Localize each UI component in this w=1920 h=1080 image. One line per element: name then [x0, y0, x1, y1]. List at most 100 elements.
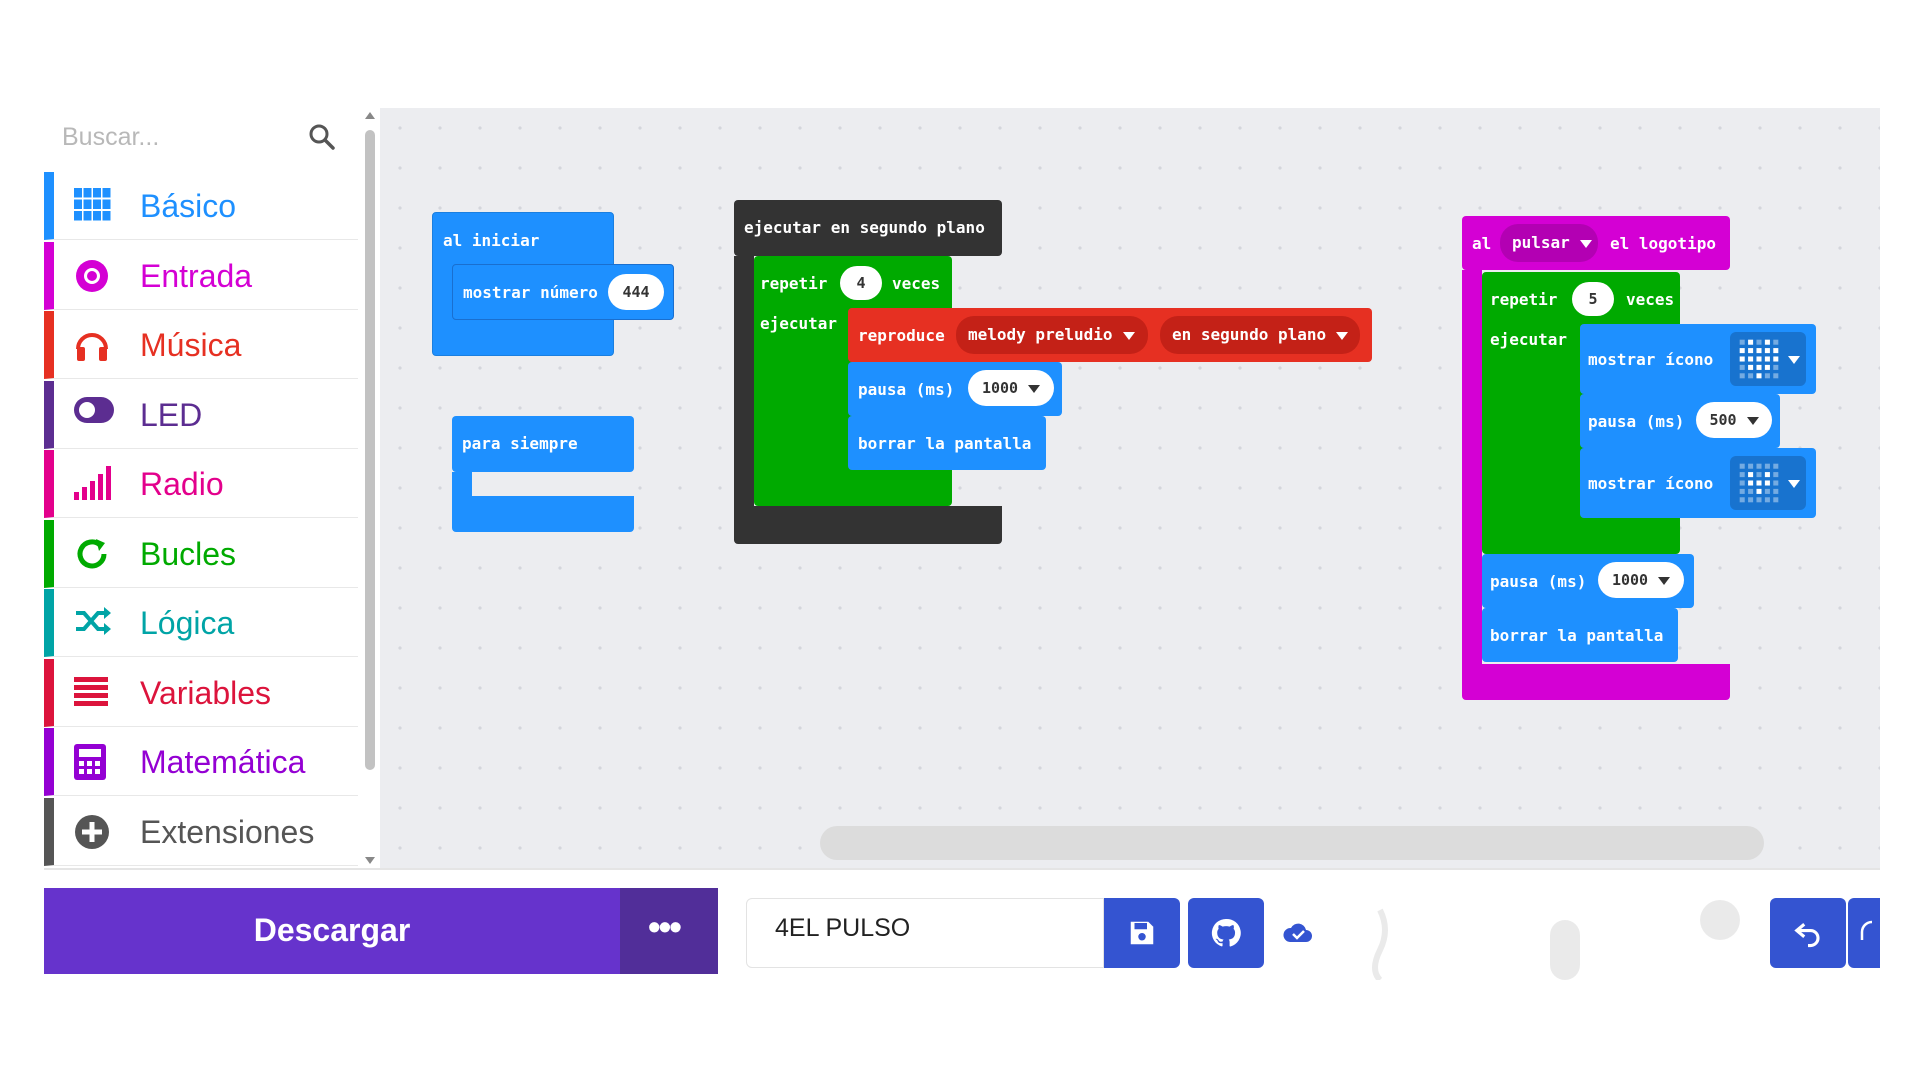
more-options-button[interactable]: •••: [620, 888, 718, 974]
shuffle-icon: [74, 605, 114, 641]
logo-target-label: el logotipo: [1610, 234, 1716, 253]
play-melody-block[interactable]: reproduce melody preludio en segundo pla…: [848, 308, 1372, 362]
category-lógica[interactable]: Lógica: [44, 589, 358, 657]
logo-repeat-count-input[interactable]: 5: [1572, 282, 1614, 316]
headphones-icon: [74, 327, 114, 363]
lines-icon: [74, 675, 114, 711]
repeat-label: repetir: [760, 274, 828, 293]
show-icon-label: mostrar ícono: [1588, 350, 1714, 369]
clear-screen-label: borrar la pantalla: [858, 434, 1032, 453]
category-label: Bucles: [140, 535, 237, 572]
save-button[interactable]: [1104, 898, 1180, 968]
cloud-saved-icon[interactable]: [1282, 918, 1314, 948]
category-label: Matemática: [140, 744, 306, 780]
category-matemática[interactable]: Matemática: [44, 728, 358, 796]
category-label: LED: [140, 396, 203, 433]
show-icon-label: mostrar ícono: [1588, 474, 1714, 493]
forever-block[interactable]: para siempre: [452, 416, 634, 472]
chevron-down-icon: [1658, 576, 1671, 585]
category-básico[interactable]: Básico: [44, 172, 358, 240]
calculator-icon: [74, 744, 114, 780]
scroll-up-arrow[interactable]: [365, 112, 375, 119]
category-label: Variables: [140, 674, 272, 711]
chevron-down-icon: [1579, 239, 1592, 248]
al-label: al: [1472, 234, 1492, 253]
play-label: reproduce: [858, 326, 945, 345]
pause-value-dropdown[interactable]: 500: [1696, 402, 1772, 438]
chevron-down-icon: [1336, 331, 1349, 340]
category-label: Lógica: [140, 605, 235, 641]
melody-dropdown[interactable]: melody preludio: [956, 316, 1148, 354]
icon-picker-dropdown[interactable]: [1730, 332, 1806, 386]
save-icon: [1130, 921, 1154, 945]
toolbox-scrollbar[interactable]: [364, 108, 376, 868]
on-start-label: al iniciar: [443, 231, 540, 250]
undo-button[interactable]: [1770, 898, 1846, 968]
scrollbar-thumb[interactable]: [365, 130, 375, 770]
pause-value-dropdown[interactable]: 1000: [968, 370, 1054, 406]
category-extensiones[interactable]: Extensiones: [44, 797, 358, 866]
redo-button[interactable]: [1848, 898, 1880, 968]
forever-label: para siempre: [462, 434, 578, 453]
category-música[interactable]: Música: [44, 311, 358, 379]
forever-slot[interactable]: [472, 472, 634, 496]
pause-value-dropdown[interactable]: 1000: [1598, 562, 1684, 598]
show-icon-block-2[interactable]: mostrar ícono: [1580, 448, 1816, 518]
decorative-background-shapes: [1372, 900, 1740, 980]
more-dots-icon: •••: [648, 906, 682, 947]
background-label: ejecutar en segundo plano: [744, 218, 985, 237]
logo-pause-block[interactable]: pausa (ms) 1000: [1482, 554, 1694, 608]
category-label: Música: [140, 327, 242, 363]
background-footer: [734, 506, 1002, 544]
pause-label: pausa (ms): [1588, 412, 1685, 431]
category-label: Básico: [140, 188, 237, 224]
logo-footer: [1462, 664, 1730, 700]
grid-icon: [74, 188, 114, 224]
show-number-block[interactable]: mostrar número 444: [452, 264, 674, 320]
chevron-down-icon: [1788, 480, 1800, 488]
clear-screen-block[interactable]: borrar la pantalla: [848, 416, 1046, 470]
repeat-count-input[interactable]: 4: [840, 266, 882, 300]
category-led[interactable]: LED: [44, 380, 358, 449]
logo-event-block[interactable]: al pulsar el logotipo: [1462, 216, 1730, 270]
background-body: [734, 256, 754, 506]
refresh-icon: [74, 536, 114, 572]
category-bucles[interactable]: Bucles: [44, 519, 358, 588]
number-input[interactable]: 444: [608, 274, 664, 310]
times-label: veces: [892, 274, 941, 293]
signal-bars-icon: [74, 466, 114, 502]
toggle-icon: [74, 396, 114, 433]
category-entrada[interactable]: Entrada: [44, 241, 358, 310]
search-input[interactable]: Buscar...: [62, 123, 160, 151]
chevron-down-icon: [1746, 416, 1759, 425]
project-name-input[interactable]: [773, 913, 1077, 944]
category-variables[interactable]: Variables: [44, 658, 358, 727]
category-label: Extensiones: [140, 813, 315, 850]
show-icon-block-1[interactable]: mostrar ícono: [1580, 324, 1816, 394]
github-icon: [1211, 918, 1241, 947]
search-box[interactable]: Buscar...: [44, 108, 358, 164]
logo-event-dropdown[interactable]: pulsar: [1500, 224, 1598, 262]
project-name-field[interactable]: [746, 898, 1104, 968]
logo-clear-screen-block[interactable]: borrar la pantalla: [1482, 608, 1678, 662]
pause-block[interactable]: pausa (ms) 1000: [848, 362, 1062, 416]
show-number-label: mostrar número: [463, 283, 598, 302]
logo-times-label: veces: [1626, 290, 1675, 309]
icon-picker-dropdown[interactable]: [1730, 456, 1806, 510]
category-radio[interactable]: Radio: [44, 450, 358, 518]
github-button[interactable]: [1188, 898, 1264, 968]
workspace-horizontal-scrollbar[interactable]: [820, 826, 1764, 860]
logo-inner-pause-block[interactable]: pausa (ms) 500: [1580, 394, 1780, 448]
download-button[interactable]: Descargar: [44, 888, 620, 974]
plus-circle-icon: [74, 814, 114, 850]
logo-repeat-label: repetir: [1490, 290, 1558, 309]
background-block[interactable]: ejecutar en segundo plano: [734, 200, 1002, 256]
logo-body: [1462, 270, 1482, 664]
chevron-down-icon: [1788, 356, 1800, 364]
search-icon[interactable]: [308, 123, 336, 151]
chevron-down-icon: [1028, 384, 1041, 393]
scroll-down-arrow[interactable]: [365, 857, 375, 864]
toolbox: [44, 108, 358, 868]
category-label: Radio: [140, 466, 224, 502]
play-mode-dropdown[interactable]: en segundo plano: [1160, 316, 1360, 354]
